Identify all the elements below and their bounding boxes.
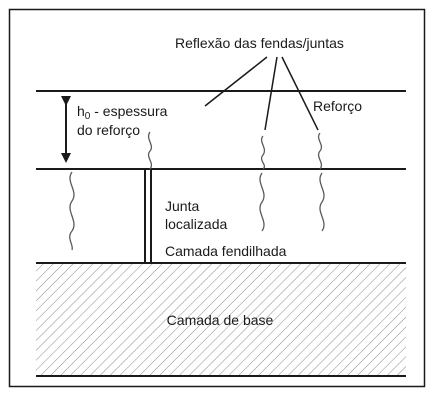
base-layer-fill bbox=[36, 263, 406, 376]
existing-crack-2 bbox=[259, 172, 265, 232]
title-leader-line-3 bbox=[281, 56, 319, 131]
figure-frame bbox=[8, 8, 426, 388]
title-leader-line-2 bbox=[264, 56, 278, 131]
thickness-symbol: h bbox=[77, 103, 85, 119]
base-layer-label: Camada de base bbox=[167, 312, 274, 328]
reflective-crack-overlay-2 bbox=[260, 135, 266, 170]
joint-label-line2: localizada bbox=[165, 216, 227, 232]
cracked-layer-label: Camada fendilhada bbox=[165, 243, 287, 259]
overlay-label: Reforço bbox=[313, 98, 362, 114]
reflective-crack-overlay-1 bbox=[147, 131, 153, 170]
reflective-crack-overlay-3 bbox=[317, 132, 323, 170]
thickness-label-rest: - espessura bbox=[90, 103, 167, 119]
diagram-title: Reflexão das fendas/juntas bbox=[175, 35, 344, 51]
existing-crack-1 bbox=[69, 171, 75, 251]
thickness-label-line2: do reforço bbox=[77, 122, 140, 138]
thickness-subscript: 0 bbox=[85, 111, 91, 122]
existing-crack-3 bbox=[319, 172, 325, 232]
thickness-label-line1: h0 - espessura bbox=[77, 103, 168, 122]
title-leader-line-1 bbox=[204, 56, 268, 107]
joint-label-line1: Junta bbox=[165, 198, 199, 214]
